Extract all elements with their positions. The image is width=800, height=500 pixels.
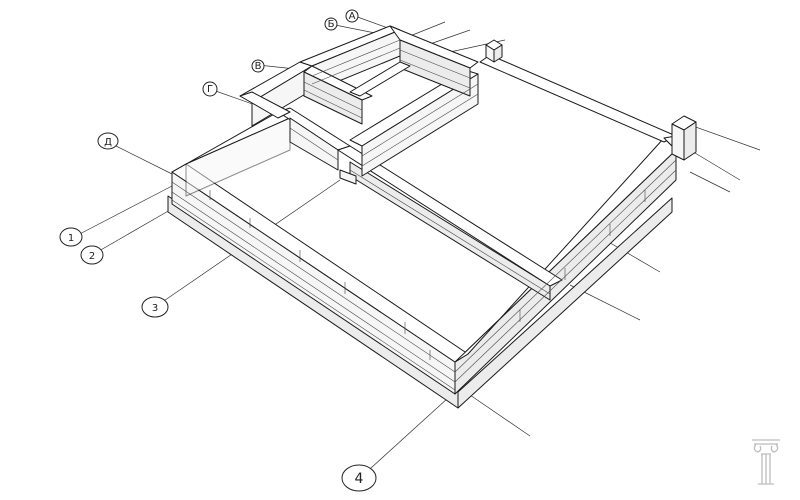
axis-label-b: Б: [328, 19, 335, 30]
axis-bubble-4: 4: [341, 464, 377, 492]
axis-bubble-a-top: A: [345, 9, 359, 23]
axis-label-v: В: [255, 61, 262, 72]
axis-bubble-1: 1: [59, 227, 83, 247]
axis-bubble-b: Б: [324, 17, 338, 31]
axis-label-1: 1: [68, 233, 74, 244]
axis-label-g: Г: [207, 84, 213, 95]
axis-bubble-g: Г: [202, 81, 218, 97]
axis-bubble-3: 3: [141, 296, 169, 318]
axis-label-2: 2: [89, 251, 95, 262]
axis-bubble-2: 2: [80, 245, 104, 265]
axis-label-d: Д: [104, 137, 112, 148]
axis-bubble-d: Д: [97, 132, 119, 150]
column-capital-icon: [752, 439, 780, 485]
foundation-walls: [167, 25, 697, 409]
axis-label-4: 4: [355, 471, 364, 487]
axis-leader-lines: [71, 14, 761, 479]
axis-bubble-v: В: [251, 59, 265, 73]
axis-bubbles: A Б В Г Д 1 2 3: [59, 9, 377, 492]
axis-label-a-top: A: [349, 11, 356, 22]
axis-label-3: 3: [152, 303, 158, 314]
